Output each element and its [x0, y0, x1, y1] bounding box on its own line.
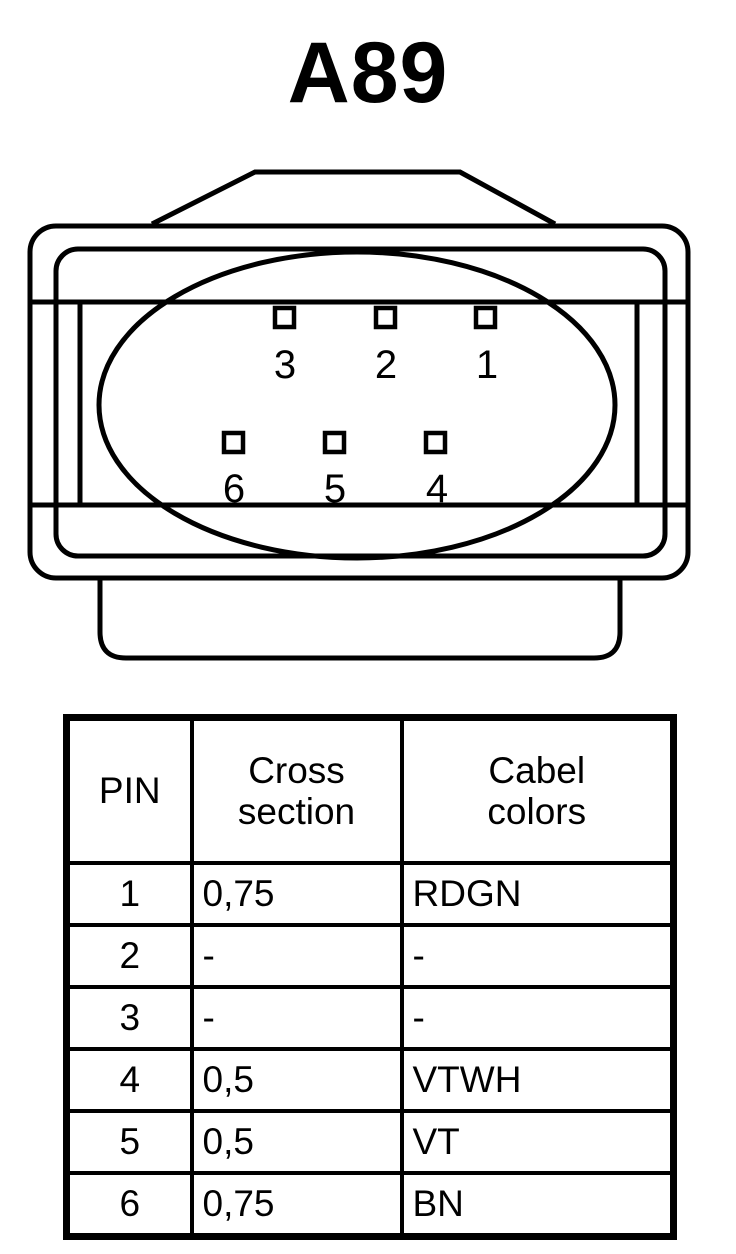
- cell-cable-color: -: [399, 923, 676, 989]
- pin-label-2: 2: [375, 343, 397, 387]
- cell-pin: 2: [64, 923, 194, 989]
- header-cross-line1: Cross: [248, 749, 345, 791]
- cell-pin: 5: [64, 1109, 194, 1175]
- header-color-line1: Cabel: [488, 749, 586, 791]
- pin-label-1: 1: [476, 343, 498, 387]
- table-row: 4 0,5 VTWH: [64, 1047, 676, 1113]
- cell-cross-section: 0,75: [189, 1171, 404, 1239]
- cell-cable-color: -: [399, 985, 676, 1051]
- strain-relief-tab-bottom-icon: [97, 578, 623, 661]
- table-row: 6 0,75 BN: [64, 1171, 676, 1239]
- cell-cable-color: VT: [399, 1109, 676, 1175]
- cell-cable-color: BN: [399, 1171, 676, 1239]
- pin-socket-3: [272, 305, 297, 330]
- connector-opening: [96, 249, 618, 561]
- cell-cross-section: 0,75: [189, 861, 404, 927]
- table-header-row: PIN Cross section Cabel colors: [64, 715, 676, 865]
- pin-socket-2: [373, 305, 398, 330]
- table-row: 2 - -: [64, 923, 676, 989]
- pin-socket-1: [473, 305, 498, 330]
- column-header-pin: PIN: [64, 715, 194, 865]
- pin-socket-4: [423, 430, 448, 455]
- pin-label-3: 3: [274, 343, 296, 387]
- cell-pin: 6: [64, 1171, 194, 1239]
- pin-label-6: 6: [223, 467, 245, 511]
- connector-diagram: 3 2 1 6 5 4: [27, 169, 691, 661]
- cell-pin: 3: [64, 985, 194, 1051]
- header-pin-text: PIN: [98, 770, 161, 812]
- column-header-cable-colors: Cabel colors: [399, 715, 676, 865]
- pin-socket-5: [322, 430, 347, 455]
- pin-socket-6: [221, 430, 246, 455]
- pin-label-4: 4: [426, 467, 448, 511]
- column-header-cross-section: Cross section: [189, 715, 404, 865]
- connector-inner-housing: [53, 246, 668, 559]
- pin-assignment-table: PIN Cross section Cabel colors 1 0,75: [63, 714, 677, 1240]
- latch-tab-top-icon: [150, 169, 557, 227]
- cell-cross-section: -: [189, 985, 404, 1051]
- cell-pin: 4: [64, 1047, 194, 1113]
- cell-pin: 1: [64, 861, 194, 927]
- pin-table-container: PIN Cross section Cabel colors 1 0,75: [63, 714, 677, 1240]
- cell-cable-color: RDGN: [399, 861, 676, 927]
- cell-cross-section: 0,5: [189, 1109, 404, 1175]
- cell-cross-section: 0,5: [189, 1047, 404, 1113]
- table-row: 1 0,75 RDGN: [64, 861, 676, 927]
- cell-cross-section: -: [189, 923, 404, 989]
- cell-cable-color: VTWH: [399, 1047, 676, 1113]
- header-cross-line2: section: [237, 791, 356, 832]
- connector-outer-housing: [27, 223, 691, 581]
- page-title: A89: [287, 25, 449, 121]
- pin-label-5: 5: [324, 467, 346, 511]
- table-row: 3 - -: [64, 985, 676, 1051]
- header-color-line2: colors: [487, 791, 587, 832]
- table-row: 5 0,5 VT: [64, 1109, 676, 1175]
